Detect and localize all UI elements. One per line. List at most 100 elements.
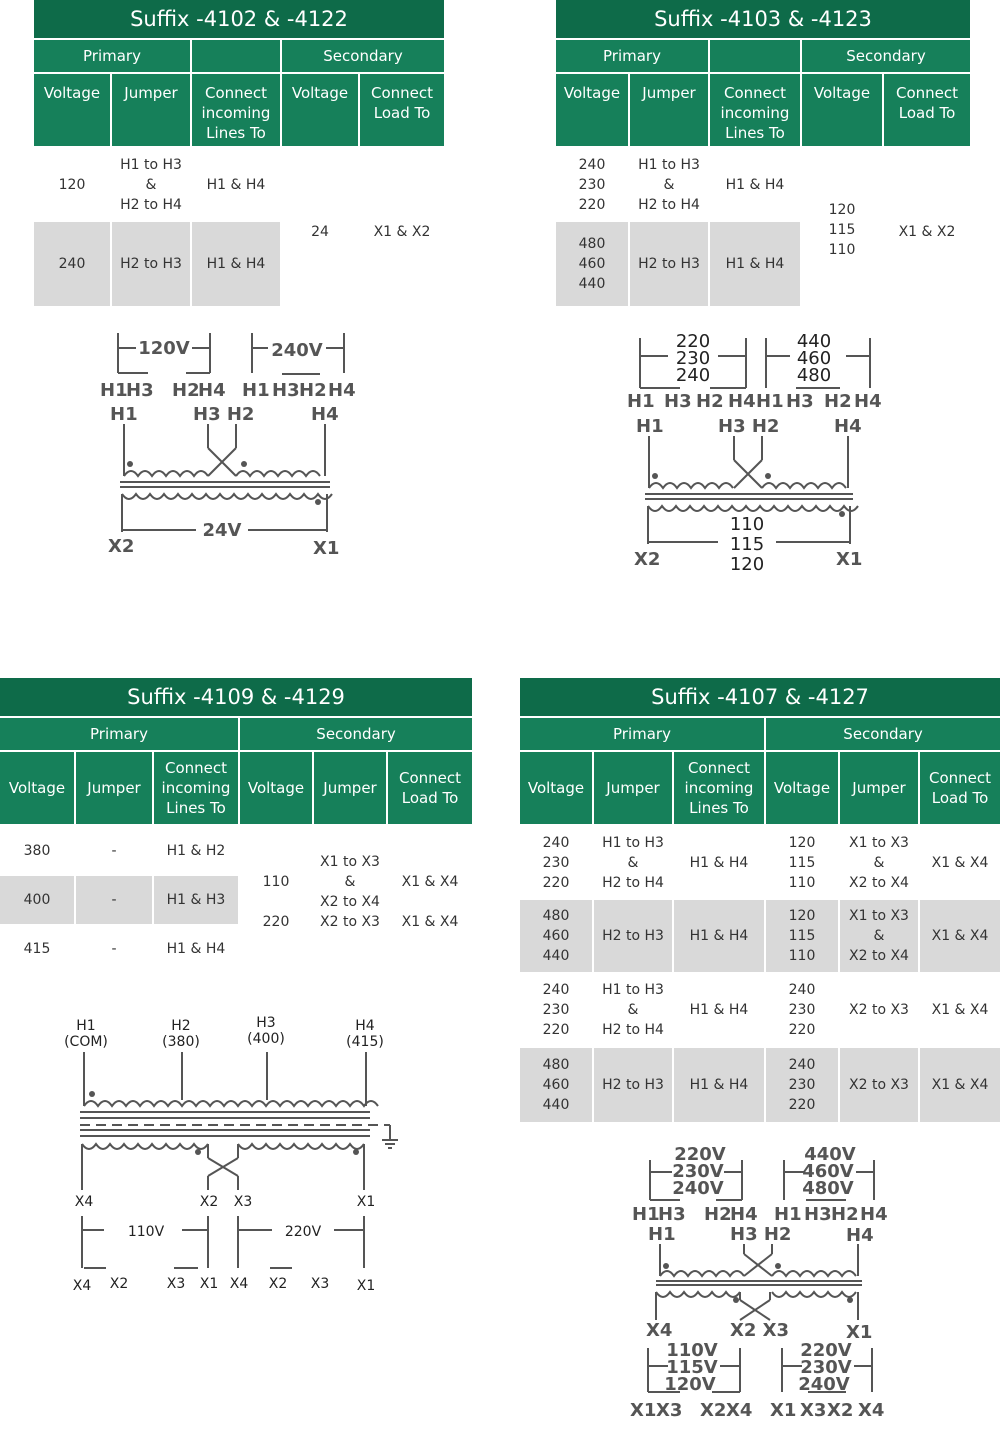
svg-text:X2: X2 [700, 1400, 726, 1421]
svg-text:X3: X3 [656, 1400, 682, 1421]
col-jumper: Jumper [76, 752, 154, 826]
col-voltage: Voltage [556, 74, 630, 148]
col-connect-load: Connect Load To [884, 74, 971, 148]
svg-text:H4: H4 [328, 380, 356, 401]
svg-text:230V: 230V [800, 1357, 852, 1378]
svg-text:(COM): (COM) [64, 1034, 108, 1050]
cell-sec-voltage: 24 [282, 148, 360, 306]
table-suffix-4109: Suffix -4109 & -4129 Primary Secondary V… [0, 678, 473, 974]
svg-text:H3: H3 [272, 380, 300, 401]
svg-text:H4: H4 [846, 1225, 874, 1246]
svg-text:220V: 220V [285, 1224, 322, 1240]
table-title: Suffix -4107 & -4127 [520, 678, 1000, 718]
svg-text:X2: X2 [108, 536, 134, 557]
svg-text:240V: 240V [672, 1178, 724, 1199]
svg-text:H1: H1 [76, 1018, 95, 1034]
col-connect-load: Connect Load To [388, 752, 473, 826]
primary-header: Primary [556, 40, 710, 74]
primary-header: Primary [0, 718, 240, 752]
svg-text:H3: H3 [126, 380, 154, 401]
primary-header: Primary [520, 718, 766, 752]
col-jumper: Jumper [112, 74, 192, 148]
svg-text:H2: H2 [824, 391, 852, 412]
svg-text:X3: X3 [167, 1276, 186, 1292]
svg-text:220V: 220V [800, 1340, 852, 1361]
col-jumper: Jumper [594, 752, 674, 826]
svg-text:X1: X1 [846, 1322, 872, 1343]
svg-text:460: 460 [797, 348, 831, 369]
svg-text:(380): (380) [162, 1034, 200, 1050]
svg-text:230V: 230V [672, 1161, 724, 1182]
svg-text:H1: H1 [110, 404, 138, 425]
svg-text:X4: X4 [646, 1320, 672, 1341]
table-suffix-4102: Suffix -4102 & -4122 Primary Secondary V… [34, 0, 445, 306]
primary-header: Primary [34, 40, 192, 74]
svg-text:H4: H4 [728, 391, 756, 412]
svg-text:X3: X3 [311, 1276, 330, 1292]
svg-text:480: 480 [797, 365, 831, 386]
svg-text:H3 H2: H3 H2 [718, 416, 779, 437]
cell-lines: H1 & H4 [710, 148, 802, 222]
svg-text:H1: H1 [100, 380, 128, 401]
svg-text:H4: H4 [198, 380, 226, 401]
svg-text:240: 240 [676, 365, 710, 386]
col-connect-lines: Connect incoming Lines To [710, 74, 802, 148]
table-title: Suffix -4103 & -4123 [556, 0, 971, 40]
svg-text:120V: 120V [664, 1374, 716, 1395]
svg-text:X1: X1 [630, 1400, 656, 1421]
secondary-header: Secondary [240, 718, 473, 752]
col-sec-voltage: Voltage [240, 752, 314, 826]
svg-text:X1: X1 [357, 1194, 376, 1210]
svg-text:X2: X2 [634, 549, 660, 570]
svg-text:H1: H1 [627, 391, 655, 412]
cell-lines: H1 & H4 [192, 148, 282, 222]
svg-text:H2: H2 [171, 1018, 190, 1034]
svg-text:440V: 440V [804, 1144, 856, 1165]
cell-voltage: 240 [34, 222, 112, 306]
cell-voltage: 415 [0, 924, 76, 974]
svg-text:H2: H2 [831, 1204, 859, 1225]
col-sec-jumper: Jumper [314, 752, 388, 826]
cell-lines: H1 & H3 [154, 876, 240, 924]
svg-text:X4: X4 [726, 1400, 752, 1421]
svg-text:H3: H3 [664, 391, 692, 412]
svg-text:H4: H4 [834, 416, 862, 437]
svg-text:H3: H3 [256, 1015, 275, 1031]
svg-text:X4: X4 [73, 1278, 92, 1294]
cell-load: X1 & X2 [373, 224, 431, 240]
col-sec-voltage: Voltage [766, 752, 840, 826]
col-jumper: Jumper [630, 74, 710, 148]
voltage-label: 240V [271, 340, 323, 361]
cell-jumper: H1 to H3&H2 to H4 [630, 148, 710, 222]
svg-text:115: 115 [730, 534, 764, 555]
cell-lines: H1 & H2 [154, 826, 240, 876]
svg-text:H3: H3 [658, 1204, 686, 1225]
svg-text:X2: X2 [827, 1400, 853, 1421]
svg-text:H1: H1 [756, 391, 784, 412]
col-voltage: Voltage [0, 752, 76, 826]
svg-text:X1: X1 [313, 538, 339, 559]
cell-voltage: 120 [34, 148, 112, 222]
svg-text:X2: X2 [269, 1276, 288, 1292]
cell-jumper: H1 to H3&H2 to H4 [112, 148, 192, 222]
svg-text:H2: H2 [704, 1204, 732, 1225]
cell-jumper: H2 to H3 [630, 222, 710, 306]
cell-lines: H1 & H4 [710, 222, 802, 306]
svg-text:110: 110 [730, 514, 764, 535]
col-connect-lines: Connect incoming Lines To [192, 74, 282, 148]
col-voltage: Voltage [34, 74, 112, 148]
svg-text:460V: 460V [802, 1161, 854, 1182]
table-suffix-4103: Suffix -4103 & -4123 Primary Secondary V… [556, 0, 971, 306]
svg-text:H3 H2: H3 H2 [730, 1224, 791, 1245]
svg-text:X4: X4 [858, 1400, 884, 1421]
secondary-header: Secondary [802, 40, 971, 74]
svg-text:H4: H4 [860, 1204, 888, 1225]
